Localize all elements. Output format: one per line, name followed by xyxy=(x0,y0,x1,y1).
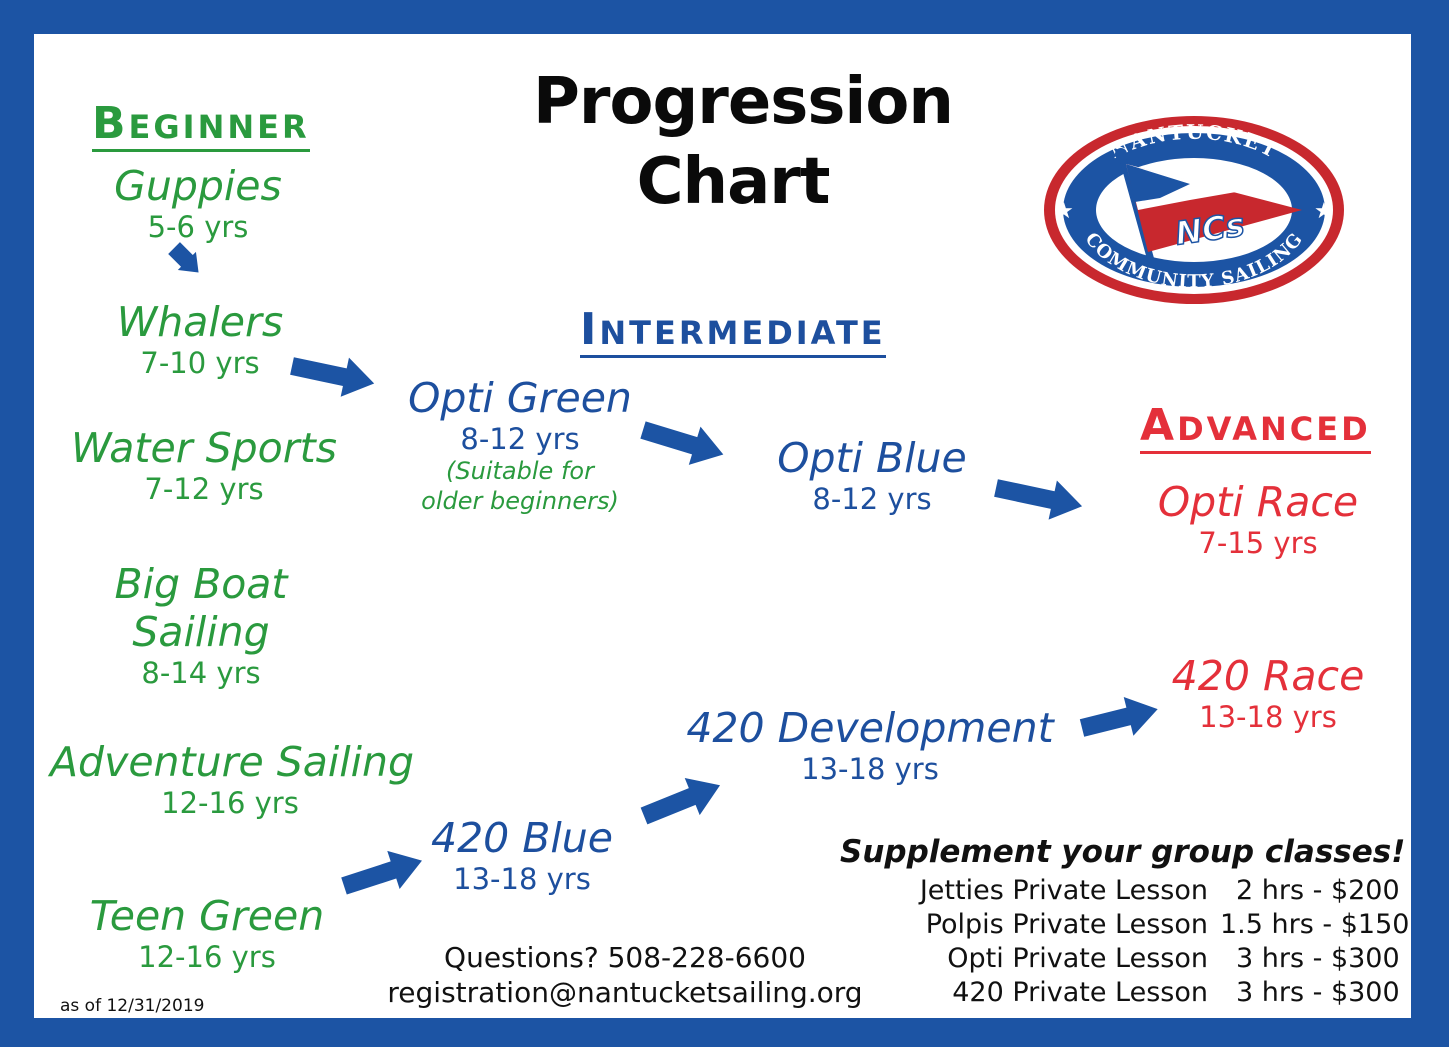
logo-star-right: ★ xyxy=(1314,199,1334,224)
supplement-row: Polpis Private Lesson 1.5 hrs - $150 xyxy=(900,908,1410,942)
ncs-logo: ★ ★ NANTUCKET COMMUNITY SAILING NCs xyxy=(1040,112,1348,308)
supplement-row: Jetties Private Lesson 2 hrs - $200 xyxy=(900,874,1400,908)
beginner-item-big-boat-sailing: Big Boat Sailing 8-14 yrs xyxy=(96,560,306,690)
beginner-item-whalers: Whalers 7-10 yrs xyxy=(100,298,300,380)
class-age: 13-18 yrs xyxy=(801,752,939,786)
class-name: Adventure Sailing xyxy=(50,738,415,786)
intermediate-heading-rest: NTERMEDIATE xyxy=(599,314,886,352)
supplement-row: Opti Private Lesson 3 hrs - $300 xyxy=(900,942,1400,976)
intermediate-item-opti-green: Opti Green 8-12 yrs (Suitable for older … xyxy=(390,374,650,516)
intermediate-heading-initial: I xyxy=(580,304,600,355)
class-name: Whalers xyxy=(116,298,284,346)
advanced-heading-initial: A xyxy=(1140,400,1178,451)
advanced-item-opti-race: Opti Race 7-15 yrs xyxy=(1136,478,1380,560)
lesson-name: Opti Private Lesson xyxy=(947,943,1208,974)
class-name: Opti Green xyxy=(408,374,632,422)
arrow-opti-green-to-opti-blue xyxy=(640,421,724,465)
class-name-line-2: Sailing xyxy=(132,608,270,656)
arrow-420-blue-to-420-development xyxy=(640,777,721,825)
class-age: 13-18 yrs xyxy=(1199,700,1337,734)
intermediate-item-opti-blue: Opti Blue 8-12 yrs xyxy=(752,434,992,516)
page-title: Progression Chart xyxy=(533,62,954,222)
beginner-item-teen-green: Teen Green 12-16 yrs xyxy=(72,892,342,974)
class-age: 7-12 yrs xyxy=(144,472,264,506)
arrow-teen-green-to-420-blue xyxy=(341,850,422,895)
supplement-title: Supplement your group classes! xyxy=(840,834,1406,870)
class-age: 13-18 yrs xyxy=(453,862,591,896)
contact-phone: Questions? 508-228-6600 xyxy=(444,941,806,974)
arrow-opti-blue-to-opti-race xyxy=(994,479,1083,520)
class-name-line-1: Big Boat xyxy=(114,560,288,608)
as-of-date: as of 12/31/2019 xyxy=(60,996,205,1016)
intermediate-heading: INTERMEDIATE xyxy=(580,308,886,358)
class-name: 420 Development xyxy=(686,704,1054,752)
intermediate-item-420-development: 420 Development 13-18 yrs xyxy=(660,704,1080,786)
advanced-item-420-race: 420 Race 13-18 yrs xyxy=(1150,652,1386,734)
contact-email[interactable]: registration@nantucketsailing.org xyxy=(387,976,863,1009)
lesson-price: 1.5 hrs - $150 xyxy=(1220,909,1410,940)
class-age: 12-16 yrs xyxy=(161,786,299,820)
beginner-heading-initial: B xyxy=(92,98,129,149)
title-line-1: Progression xyxy=(533,65,954,139)
supplement-table: Jetties Private Lesson 2 hrs - $200 Polp… xyxy=(900,874,1410,1010)
beginner-item-guppies: Guppies 5-6 yrs xyxy=(98,162,298,244)
class-name: Opti Blue xyxy=(777,434,967,482)
arrow-guppies-to-whalers xyxy=(168,242,199,273)
lesson-price: 2 hrs - $200 xyxy=(1236,875,1400,906)
arrow-420-development-to-420-race xyxy=(1079,696,1158,737)
beginner-heading: BEGINNER xyxy=(92,102,310,152)
logo-star-left: ★ xyxy=(1054,199,1074,224)
class-name: 420 Blue xyxy=(430,814,614,862)
class-note-line-1: (Suitable for xyxy=(446,457,594,485)
title-line-2: Chart xyxy=(636,145,831,219)
class-name: 420 Race xyxy=(1171,652,1365,700)
lesson-name: Polpis Private Lesson xyxy=(925,909,1208,940)
contact-info: Questions? 508-228-6600 registration@nan… xyxy=(380,940,870,1010)
lesson-price: 3 hrs - $300 xyxy=(1236,943,1400,974)
class-name: Water Sports xyxy=(70,424,338,472)
advanced-heading-rest: DVANCED xyxy=(1177,410,1371,448)
lesson-price: 3 hrs - $300 xyxy=(1236,977,1400,1008)
class-note-line-2: older beginners) xyxy=(421,487,619,515)
lesson-name: Jetties Private Lesson xyxy=(919,875,1208,906)
intermediate-item-420-blue: 420 Blue 13-18 yrs xyxy=(412,814,632,896)
class-age: 8-12 yrs xyxy=(460,422,580,456)
supplement-row: 420 Private Lesson 3 hrs - $300 xyxy=(900,976,1400,1010)
class-age: 7-15 yrs xyxy=(1198,526,1318,560)
class-age: 5-6 yrs xyxy=(147,210,249,244)
class-age: 8-14 yrs xyxy=(141,656,261,690)
class-age: 7-10 yrs xyxy=(140,346,260,380)
advanced-heading: ADVANCED xyxy=(1140,404,1371,454)
beginner-heading-rest: EGINNER xyxy=(128,108,310,146)
burgee-flag-icon xyxy=(1115,148,1302,268)
class-name: Opti Race xyxy=(1157,478,1359,526)
class-age: 8-12 yrs xyxy=(812,482,932,516)
arrow-whalers-to-opti-green xyxy=(290,357,375,397)
class-name: Guppies xyxy=(114,162,282,210)
beginner-item-water-sports: Water Sports 7-12 yrs xyxy=(64,424,344,506)
beginner-item-adventure-sailing: Adventure Sailing 12-16 yrs xyxy=(50,738,415,820)
class-name: Teen Green xyxy=(89,892,325,940)
class-age: 12-16 yrs xyxy=(138,940,276,974)
lesson-name: 420 Private Lesson xyxy=(952,977,1208,1008)
